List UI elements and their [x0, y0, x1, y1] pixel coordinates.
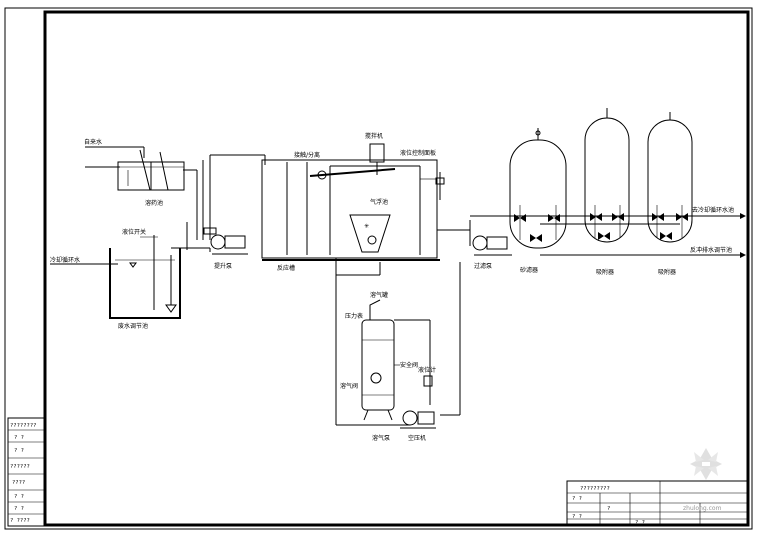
level-switch-label: 液位开关 — [122, 228, 146, 236]
safety-valve-label: 安全阀 — [400, 361, 418, 369]
release-tank — [361, 319, 395, 411]
gauge-label: 压力表 — [345, 312, 363, 320]
air-float-label: 气浮池 — [370, 198, 388, 206]
inner-border — [43, 10, 750, 527]
air-pump — [402, 410, 418, 426]
pump1 — [210, 234, 226, 250]
svg-text:??????: ?????? — [10, 464, 30, 470]
svg-text:? ?: ? ? — [14, 494, 24, 500]
tap-water-label: 自来水 — [84, 138, 102, 146]
sand-filter-label: 砂滤器 — [520, 266, 538, 274]
release-tank-label: 溶气罐 — [370, 291, 388, 299]
outer-border — [4, 7, 753, 530]
svg-text:? ?: ? ? — [635, 520, 645, 526]
dosing-mixer-1 — [139, 149, 151, 191]
carbon-filter-1-label: 吸附器 — [596, 268, 614, 276]
pump1-label: 提升泵 — [214, 262, 232, 270]
svg-text:????????: ???????? — [10, 423, 37, 429]
left-block: ???????? ? ? ? ? ?????? ???? ? ? ? ? ? ?… — [7, 417, 45, 527]
dosing-tank-label: 溶药池 — [145, 199, 163, 207]
title-block-name: ????????? — [580, 486, 610, 492]
release-cone — [349, 214, 391, 253]
skimmer — [309, 168, 396, 177]
svg-text:✳: ✳ — [364, 223, 369, 230]
svg-text:? ?: ? ? — [14, 506, 24, 512]
to-cooling-label: 去冷却循环水池 — [692, 206, 734, 214]
svg-text:? ?: ? ? — [572, 514, 582, 520]
mixer-label: 搅拌机 — [365, 132, 383, 140]
title-block: ????????? ? ? ? ? ? ? ? — [566, 480, 749, 526]
carbon-filter-1 — [584, 117, 630, 243]
adjust-tank-label: 废水调节池 — [118, 322, 148, 330]
svg-text:?: ? — [607, 506, 610, 512]
dosing-mixer-2 — [159, 151, 169, 191]
sand-filter — [509, 139, 567, 249]
mixer-motor — [369, 143, 385, 163]
pump2-label: 过滤泵 — [474, 262, 492, 270]
adjust-tank — [109, 248, 181, 319]
carbon-filter-2-label: 吸附器 — [658, 268, 676, 276]
svg-text:? ?: ? ? — [14, 435, 24, 441]
air-comp-label: 空压机 — [408, 434, 426, 442]
valves — [514, 213, 688, 242]
svg-text:? ?: ? ? — [572, 496, 582, 502]
svg-text:? ????: ? ???? — [10, 518, 30, 524]
svg-text:? ?: ? ? — [14, 448, 24, 454]
flotation-tank — [261, 159, 438, 259]
svg-text:????: ???? — [12, 480, 25, 486]
float-valve-label: 溶气阀 — [340, 382, 358, 390]
level-panel-label: 液位控制面板 — [400, 149, 436, 157]
watermark-text: zhulong.com — [683, 505, 722, 512]
air-pump-label: 溶气泵 — [372, 434, 390, 442]
flotation-zone-label: 接触/分离 — [294, 151, 320, 159]
pump2 — [472, 235, 488, 251]
reaction-tank-label: 反应槽 — [277, 264, 295, 272]
backwash-label: 反冲排水调节池 — [690, 246, 732, 254]
watermark-logo — [690, 448, 722, 480]
level-gauge-label: 液位计 — [418, 366, 436, 374]
cooling-return-label: 冷却循环水 — [50, 256, 80, 264]
